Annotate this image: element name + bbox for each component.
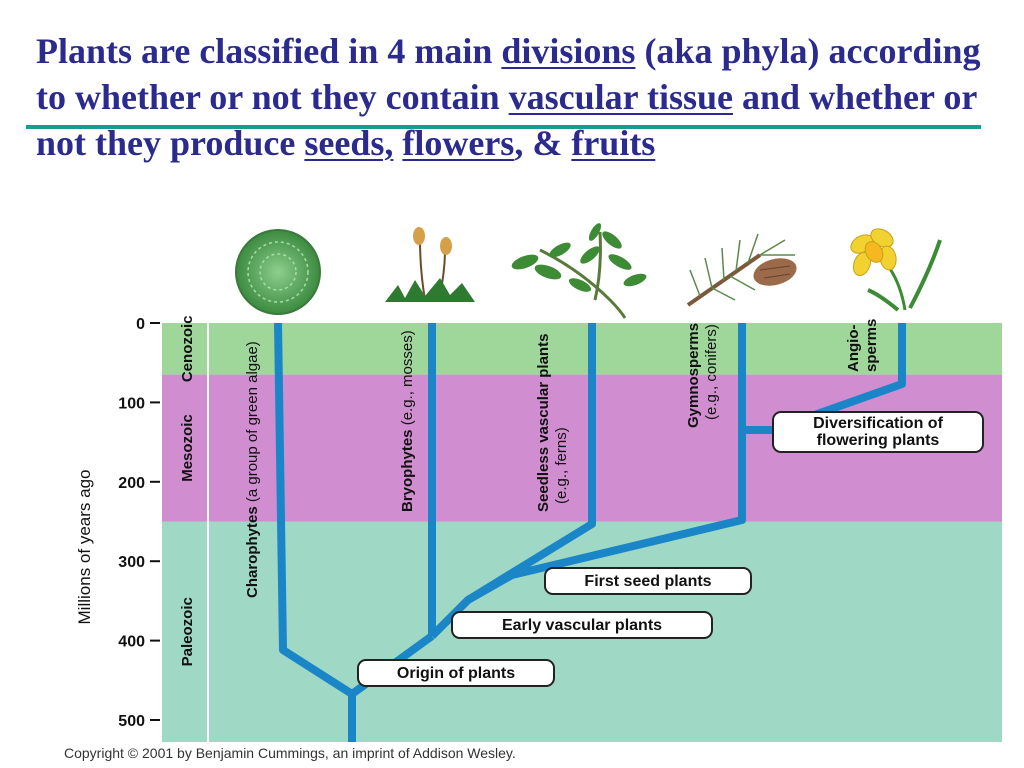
title-key-term: seeds, — [304, 123, 394, 163]
lineage-example: (a group of green algae) — [244, 341, 261, 506]
lineage-label: Gymnosperms(e.g., conifers) — [685, 323, 720, 428]
title-key-term: divisions — [501, 31, 636, 71]
lineage-example: (e.g., mosses) — [399, 330, 416, 429]
lineage-name: Gymnosperms — [685, 323, 702, 428]
era-label-mesozoic: Mesozoic — [179, 414, 196, 482]
lineage-example: sperms — [863, 319, 880, 372]
lineage-labels: Charophytes (a group of green algae) Bryo… — [244, 319, 880, 598]
y-axis-label: Millions of years ago — [75, 470, 94, 625]
lineage-label: Angio-sperms — [845, 319, 880, 372]
era-band-cenozoic — [162, 323, 1002, 375]
title-key-term: fruits — [571, 123, 656, 163]
y-axis: 0 100 200 300 400 500 Millions of years ago — [75, 316, 160, 730]
title-text: Plants are classified in 4 main — [36, 31, 502, 71]
era-label-cenozoic: Cenozoic — [179, 315, 196, 382]
phylogeny-branches — [274, 322, 906, 742]
y-tick-label: 100 — [118, 395, 145, 412]
lineage-name: Angio- — [845, 325, 862, 372]
lineage-example: (e.g., conifers) — [703, 324, 720, 420]
lineage-name-bold: Bryophytes — [399, 429, 416, 512]
event-callout-label: Diversification of — [813, 415, 943, 432]
branch-vascular — [429, 323, 596, 639]
event-callout-box — [451, 611, 713, 639]
lineage-label: Charophytes (a group of green algae) — [244, 341, 261, 598]
event-callout-label: First seed plants — [584, 573, 711, 590]
y-tick-label: 0 — [136, 316, 145, 333]
title-key-term: flowers — [402, 123, 515, 163]
y-tick-label: 400 — [118, 634, 145, 651]
title-text: , & — [514, 123, 572, 163]
branch-charophytes — [274, 322, 356, 742]
y-tick-label: 200 — [118, 475, 145, 492]
era-label-paleozoic: Paleozoic — [179, 597, 196, 666]
title-text: and whether or not they produce — [36, 77, 977, 163]
lineage-example: (e.g., ferns) — [553, 427, 570, 504]
event-callout-box — [772, 411, 984, 453]
flower-illustration — [850, 228, 942, 312]
event-callout-label: Early vascular plants — [502, 617, 662, 634]
conifer-illustration — [686, 233, 797, 307]
green-algae-illustration — [235, 229, 321, 315]
event-callout-box — [357, 659, 555, 687]
title-divider — [26, 125, 981, 129]
lineage-name-bold: Charophytes — [244, 506, 261, 598]
y-tick-label: 500 — [118, 713, 145, 730]
branch-seed-plants — [466, 323, 746, 604]
event-callout-box — [544, 567, 752, 595]
moss-illustration — [385, 227, 475, 302]
branch-angiosperms — [742, 323, 906, 434]
lineage-label: Seedless vascular plants(e.g., ferns) — [535, 334, 570, 512]
fern-illustration — [511, 223, 647, 319]
slide-title: Plants are classified in 4 main division… — [36, 28, 996, 166]
title-text: (aka phyla) according to whether or not … — [36, 31, 981, 117]
event-callout-label: flowering plants — [817, 432, 940, 449]
event-callouts: Origin of plants Early vascular plants Fir… — [357, 411, 984, 687]
y-tick-label: 300 — [118, 554, 145, 571]
title-key-term: vascular tissue — [508, 77, 733, 117]
lineage-label: Bryophytes (e.g., mosses) — [399, 330, 416, 512]
copyright-notice: Copyright © 2001 by Benjamin Cummings, a… — [64, 745, 516, 761]
lineage-name: Seedless vascular plants — [535, 334, 552, 512]
lineage-name: Bryophytes (e.g., mosses) — [399, 330, 416, 512]
event-callout-label: Origin of plants — [397, 665, 515, 682]
lineage-name: Charophytes (a group of green algae) — [244, 341, 261, 598]
